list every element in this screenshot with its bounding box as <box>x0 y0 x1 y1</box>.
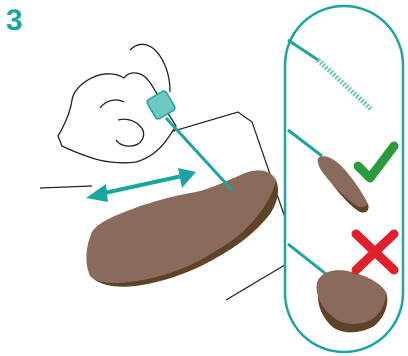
tissue-sample-large <box>86 170 278 286</box>
